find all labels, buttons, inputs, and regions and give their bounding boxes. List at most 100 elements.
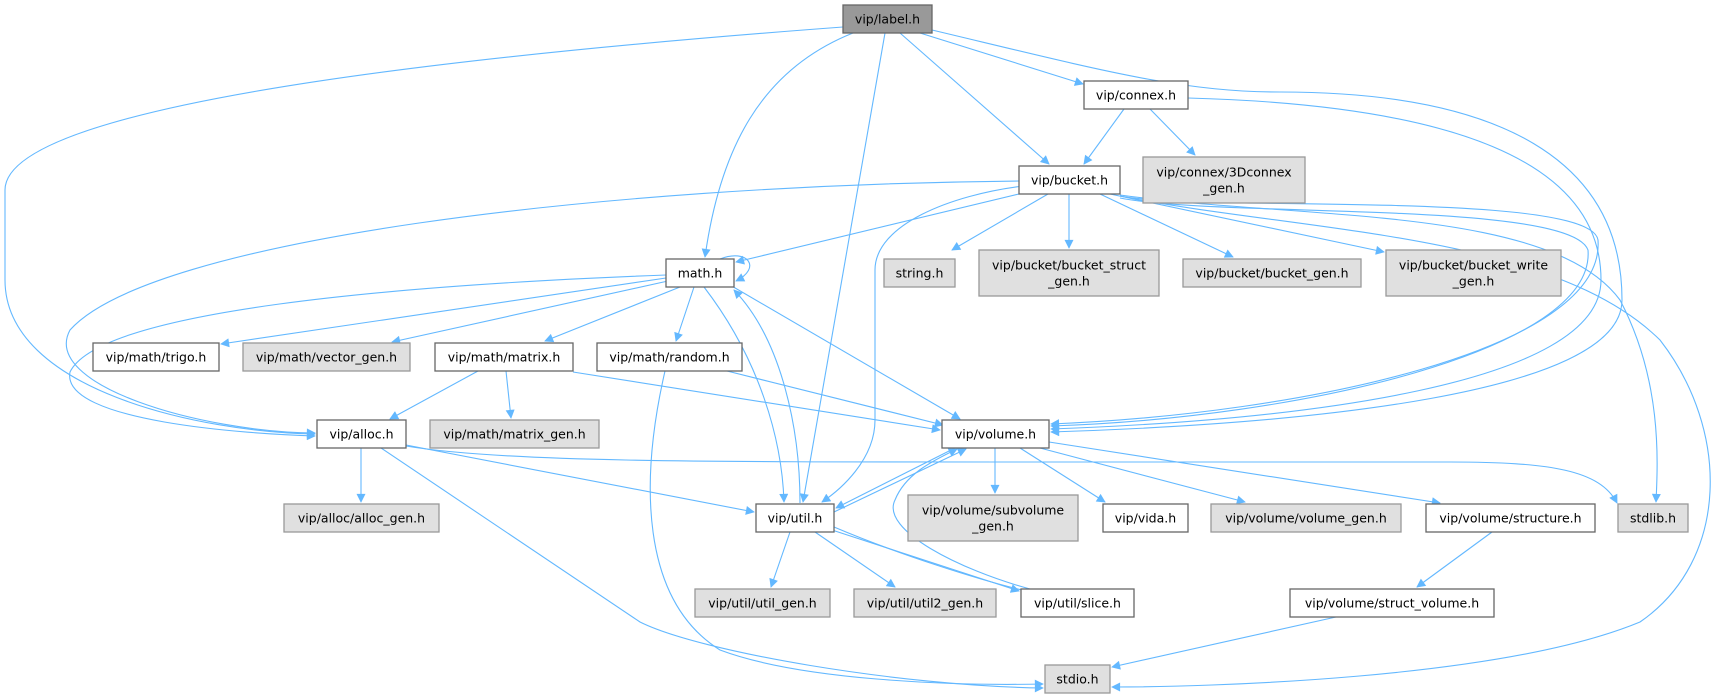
node-label: _gen.h [1047,274,1090,289]
node-random[interactable]: vip/math/random.h [596,342,743,372]
node-label: vip/alloc.h [329,427,393,442]
node-bucket[interactable]: vip/bucket.h [1018,165,1121,195]
node-util[interactable]: vip/util.h [755,503,835,533]
edge-math-to-volume [729,284,961,420]
node-box [853,588,997,618]
edge-math-to-random [674,286,695,342]
node-label: math.h [678,266,723,281]
node-vecgen: vip/math/vector_gen.h [242,342,411,372]
edge-volume-to-volgen [1039,447,1246,505]
node-bstruct: vip/bucket/bucket_struct_gen.h [978,249,1160,297]
node-box [316,419,407,449]
node-trigo[interactable]: vip/math/trigo.h [92,342,220,372]
edge-volume-to-vida [1019,447,1106,503]
edge-bucket-to-stdio [1111,195,1711,692]
node-subvol: vip/volume/subvolume_gen.h [907,494,1079,542]
edge-util-to-utilgen [769,531,791,588]
node-slice[interactable]: vip/util/slice.h [1020,588,1135,618]
node-box [1182,258,1362,288]
node-box [429,419,600,449]
node-box [1018,165,1121,195]
node-label: vip/bucket/bucket_write [1399,258,1548,273]
edge-structvol-to-stdio [1111,616,1337,670]
node-label: vip/util/util_gen.h [708,596,816,611]
edge-matrix-to-matgen [505,370,515,419]
edge-slice-to-volume [892,448,1031,590]
node-stdlib: stdlib.h [1617,503,1689,533]
node-bwrite: vip/bucket/bucket_write_gen.h [1385,249,1562,297]
node-box [283,503,440,533]
node-label: _gen.h [971,519,1014,534]
edge-alloc-to-util [405,444,755,515]
node-label: vip/volume/struct_volume.h [1305,596,1479,611]
node-label: vip/connex.h [1096,88,1176,103]
node-volume[interactable]: vip/volume.h [941,419,1050,449]
node-string: string.h [883,258,956,288]
node-label: stdlib.h [1630,511,1676,526]
node-label: vip/vida.h [1115,511,1176,526]
edge-label-to-volume [931,29,1623,437]
node-box [907,494,1079,542]
edge-bucket-to-bwrite [1109,193,1385,255]
node-bgen: vip/bucket/bucket_gen.h [1182,258,1362,288]
node-volgen: vip/volume/volume_gen.h [1210,503,1402,533]
node-label: vip/bucket.h [1031,173,1108,188]
node-label: vip/volume/structure.h [1439,511,1581,526]
edge-label-to-math [701,32,854,258]
node-box [1289,588,1495,618]
node-box [1385,249,1562,297]
node-util2gen: vip/util/util2_gen.h [853,588,997,618]
node-math[interactable]: math.h [665,258,735,288]
node-stdio: stdio.h [1044,664,1111,694]
edge-matrix-to-alloc [389,370,479,420]
node-box [665,258,735,288]
node-matrix[interactable]: vip/math/matrix.h [434,342,574,372]
edge-label-to-bucket [899,32,1050,165]
node-label[interactable]: vip/label.h [842,4,933,34]
node-structvol[interactable]: vip/volume/struct_volume.h [1289,588,1495,618]
node-label: vip/math/matrix_gen.h [443,427,585,442]
node-label: vip/volume/subvolume [922,503,1065,518]
edge-connex-to-connex3d [1149,108,1196,156]
node-box [978,249,1160,297]
node-box [842,4,933,34]
node-box [1044,664,1111,694]
node-box [1020,588,1135,618]
node-alloc[interactable]: vip/alloc.h [316,419,407,449]
node-connex[interactable]: vip/connex.h [1083,80,1189,110]
edge-bucket-to-volume [1050,197,1589,431]
node-label: string.h [896,266,944,281]
node-box [883,258,956,288]
edge-structure-to-structvol [1416,531,1493,588]
node-label: vip/connex/3Dconnex [1156,165,1291,180]
node-label: _gen.h [1452,274,1495,289]
node-box [434,342,574,372]
node-structure[interactable]: vip/volume/structure.h [1425,503,1596,533]
edge-math-to-vecgen [391,280,669,345]
edge-bucket-to-bgen [1099,193,1234,258]
edge-math-to-util [703,286,789,503]
edge-label-to-util [799,32,886,503]
edge-math-to-alloc [69,274,667,441]
node-utilgen: vip/util/util_gen.h [694,588,831,618]
node-label: vip/math/random.h [609,350,729,365]
edge-bucket-to-util [821,185,1024,503]
node-box [1425,503,1596,533]
node-label: vip/bucket/bucket_gen.h [1195,266,1348,281]
node-vida[interactable]: vip/vida.h [1102,503,1189,533]
edge-matrix-to-volume [572,371,941,434]
nodes-layer: vip/label.h vip/connex.h vip/connex/3Dconn… [92,4,1689,694]
edge-math-to-trigo [220,277,667,348]
node-label: vip/label.h [855,12,920,27]
edge-util-to-slice-secondary [833,526,1023,591]
node-label: vip/util.h [768,511,823,526]
node-label: vip/volume/volume_gen.h [1225,511,1387,526]
node-box [1142,156,1306,204]
edge-connex-to-bucket [1083,108,1125,165]
edge-label-to-connex [919,32,1084,86]
node-box [92,342,220,372]
node-label: vip/bucket/bucket_struct [992,258,1146,273]
edge-bucket-to-math [735,193,1020,265]
edge-util-to-math [733,289,801,504]
